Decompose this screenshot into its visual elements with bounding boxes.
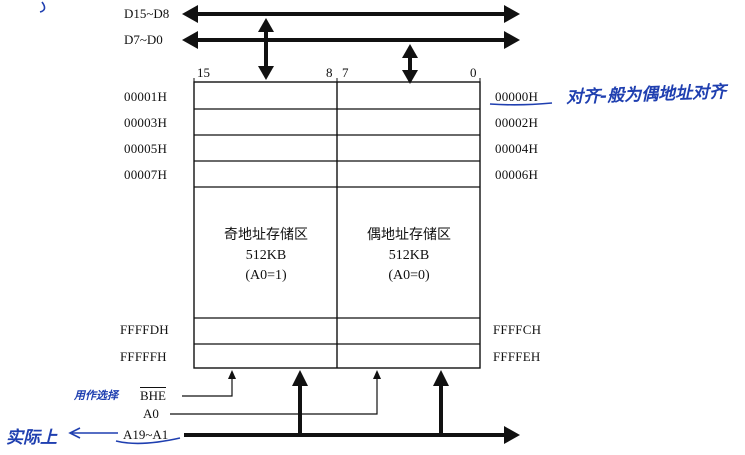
bit-ticks — [193, 78, 481, 82]
odd-bank-cond: (A0=1) — [245, 268, 287, 283]
low-data-bus — [182, 31, 520, 49]
a0-label: A0 — [143, 406, 159, 421]
even-bank-name: 偶地址存储区 — [367, 228, 451, 243]
bhe-note: 用作选择 — [74, 389, 118, 402]
high-bus-text: D15~D8 — [124, 6, 170, 21]
address-bus — [184, 426, 520, 444]
odd-address: FFFFFH — [120, 349, 167, 364]
even-address: FFFFEH — [493, 349, 541, 364]
high-bus-label: D15~D8 — [124, 6, 169, 22]
even-bank-label: 偶地址存储区 512KB (A0=0) — [342, 226, 476, 286]
odd-address: 00005H — [124, 141, 168, 156]
odd-bank-data-arrow — [258, 18, 274, 80]
address-bus-label: A19~A1 — [123, 427, 169, 442]
even-bank-data-arrow — [402, 44, 418, 84]
low-bus-label: D7~D0 — [124, 32, 163, 48]
bhe-line — [182, 370, 236, 397]
odd-bank-size: 512KB — [245, 248, 287, 263]
row-lines — [194, 108, 480, 345]
actual-note: 实际上 — [6, 428, 57, 448]
even-address: FFFFCH — [493, 322, 542, 337]
high-data-bus — [182, 5, 520, 23]
odd-address: 00003H — [124, 115, 168, 130]
bit-15: 15 — [197, 65, 210, 80]
bit-8: 8 — [326, 65, 333, 80]
even-address: 00004H — [495, 141, 539, 156]
bit-0: 0 — [470, 65, 477, 80]
even-bank-size: 512KB — [388, 248, 430, 263]
even-address: 00006H — [495, 167, 539, 182]
odd-address: FFFFDH — [120, 322, 169, 337]
a0-line — [170, 370, 381, 415]
low-bus-text: D7~D0 — [124, 32, 163, 47]
handwritten-marks — [39, 1, 553, 445]
odd-address: 00001H — [124, 89, 168, 104]
even-bank-cond: (A0=0) — [388, 268, 430, 283]
even-address: 00002H — [495, 115, 539, 130]
odd-address: 00007H — [124, 167, 168, 182]
odd-bank-label: 奇地址存储区 512KB (A0=1) — [200, 226, 332, 286]
address-bus-arrows — [292, 370, 449, 435]
even-address: 00000H — [495, 89, 539, 104]
bhe-label: BHE — [140, 388, 166, 403]
bit-7: 7 — [342, 65, 349, 80]
odd-bank-name: 奇地址存储区 — [224, 228, 308, 243]
